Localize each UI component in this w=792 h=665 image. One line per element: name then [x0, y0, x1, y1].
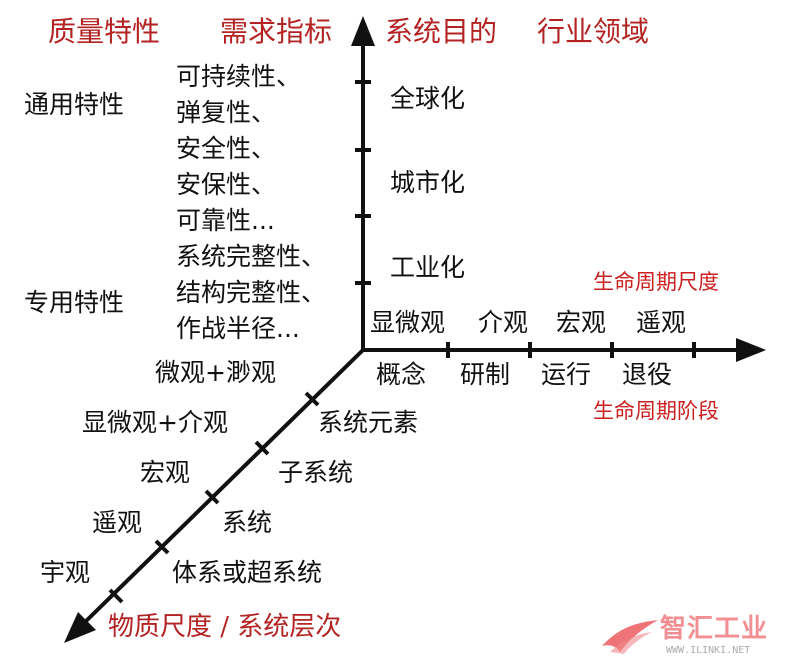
- demand-item: 作战半径...: [176, 314, 300, 343]
- lifecycle-scale-title: 生命周期尺度: [593, 270, 719, 294]
- diagonal-left-label: 微观+渺观: [155, 358, 276, 387]
- header-demand: 需求指标: [220, 15, 333, 48]
- vertical-axis-arrowhead: [351, 16, 375, 46]
- logo-url: WWW.ILINKI.NET: [666, 645, 751, 656]
- lifecycle-scale-item: 显微观: [370, 308, 446, 337]
- lifecycle-scale-item: 宏观: [556, 308, 607, 337]
- diagonal-right-label: 子系统: [278, 458, 354, 487]
- diagonal-left-label: 显微观+介观: [82, 408, 228, 437]
- header-quality: 质量特性: [48, 15, 161, 48]
- demand-item: 可持续性、: [176, 62, 302, 91]
- diagonal-axis-title: 物质尺度 / 系统层次: [108, 612, 342, 642]
- industry-item-globalization: 全球化: [390, 84, 466, 113]
- lifecycle-stage-item: 研制: [460, 360, 511, 389]
- diagonal-right-label: 系统元素: [318, 408, 419, 437]
- watermark-logo: 智汇工业 WWW.ILINKI.NET: [600, 612, 786, 660]
- diagonal-left-label: 宏观: [140, 458, 191, 487]
- header-industry: 行业领域: [537, 15, 650, 48]
- demand-item: 安保性、: [176, 170, 277, 199]
- lifecycle-stage-title: 生命周期阶段: [593, 399, 719, 423]
- diagonal-right-label: 体系或超系统: [172, 558, 323, 587]
- lifecycle-stage-item: 退役: [622, 360, 673, 389]
- demand-item: 结构完整性、: [176, 278, 327, 307]
- diagonal-tick: [254, 440, 270, 456]
- demand-item: 弹复性、: [176, 98, 277, 127]
- diagonal-left-label: 宇观: [40, 558, 91, 587]
- diagonal-right-label: 系统: [222, 508, 273, 537]
- lifecycle-scale-item: 遥观: [636, 308, 687, 337]
- demand-item: 安全性、: [176, 134, 277, 163]
- diagonal-tick: [108, 588, 124, 604]
- demand-item: 系统完整性、: [176, 242, 327, 271]
- diagonal-tick: [154, 539, 170, 555]
- header-system-goal: 系统目的: [385, 15, 498, 48]
- diagonal-axis-arrowhead: [64, 612, 96, 643]
- logo-swoosh-icon: [602, 620, 658, 654]
- lifecycle-stage-item: 运行: [541, 360, 592, 389]
- demand-item: 可靠性...: [176, 206, 275, 235]
- lifecycle-stage-item: 概念: [376, 360, 427, 389]
- diagonal-tick: [204, 489, 220, 505]
- diagonal-axis: [80, 348, 365, 627]
- logo-text: 智汇工业: [660, 614, 769, 644]
- industry-item-urbanization: 城市化: [390, 168, 466, 197]
- horizontal-axis-arrowhead: [736, 338, 766, 362]
- label-general-characteristics: 通用特性: [24, 90, 125, 119]
- diagonal-tick: [304, 391, 320, 407]
- diagonal-left-label: 遥观: [92, 508, 143, 537]
- label-special-characteristics: 专用特性: [24, 288, 125, 317]
- lifecycle-scale-item: 介观: [478, 308, 529, 337]
- industry-item-industrialization: 工业化: [390, 253, 466, 282]
